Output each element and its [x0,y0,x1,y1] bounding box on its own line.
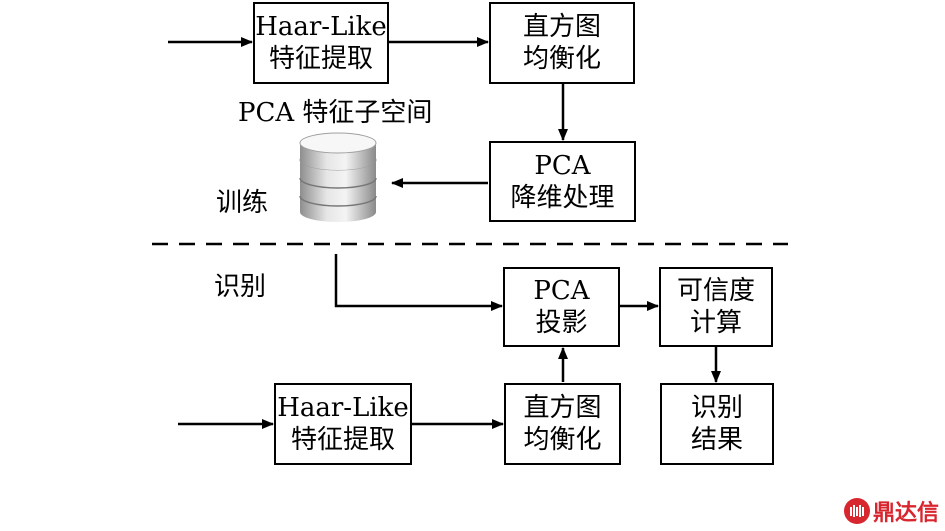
box-haar-extract-recognize: Haar-Like 特征提取 [274,383,412,465]
box-line-1: 识别 [690,393,743,423]
watermark-text: 鼎达信 [872,501,939,526]
box-line-2: 投影 [535,308,588,338]
box-pca-projection: PCA 投影 [503,267,620,347]
watermark: 鼎达信 [843,495,939,527]
box-histogram-equalize-train: 直方图 均衡化 [489,2,635,84]
box-line-1: PCA [534,150,591,181]
box-line-1: Haar-Like [255,12,387,42]
box-pca-reduction: PCA 降维处理 [489,141,636,222]
box-line-2: 计算 [689,308,742,338]
box-haar-extract-train: Haar-Like 特征提取 [253,2,389,84]
stage-label-recognize: 识别 [214,272,267,302]
arrow-database-to-projection [334,254,503,311]
box-line-1: Haar-Like [277,393,409,423]
stage-label-train: 训练 [216,188,269,218]
box-line-2: 结果 [690,425,743,455]
box-line-1: 可信度 [676,276,755,306]
box-recognition-result: 识别 结果 [660,383,774,465]
database-icon [299,132,377,222]
box-line-1: 直方图 [523,393,602,423]
box-line-2: 降维处理 [510,182,615,213]
box-confidence-calc: 可信度 计算 [659,267,773,347]
box-line-1: PCA [533,276,590,306]
subspace-label: PCA 特征子空间 [238,98,433,128]
box-line-1: 直方图 [522,12,601,42]
watermark-logo-icon [843,498,870,524]
box-line-2: 特征提取 [290,425,395,455]
box-line-2: 均衡化 [522,44,601,74]
box-line-2: 均衡化 [523,425,602,455]
box-line-2: 特征提取 [268,44,373,74]
box-histogram-equalize-recognize: 直方图 均衡化 [504,383,621,465]
